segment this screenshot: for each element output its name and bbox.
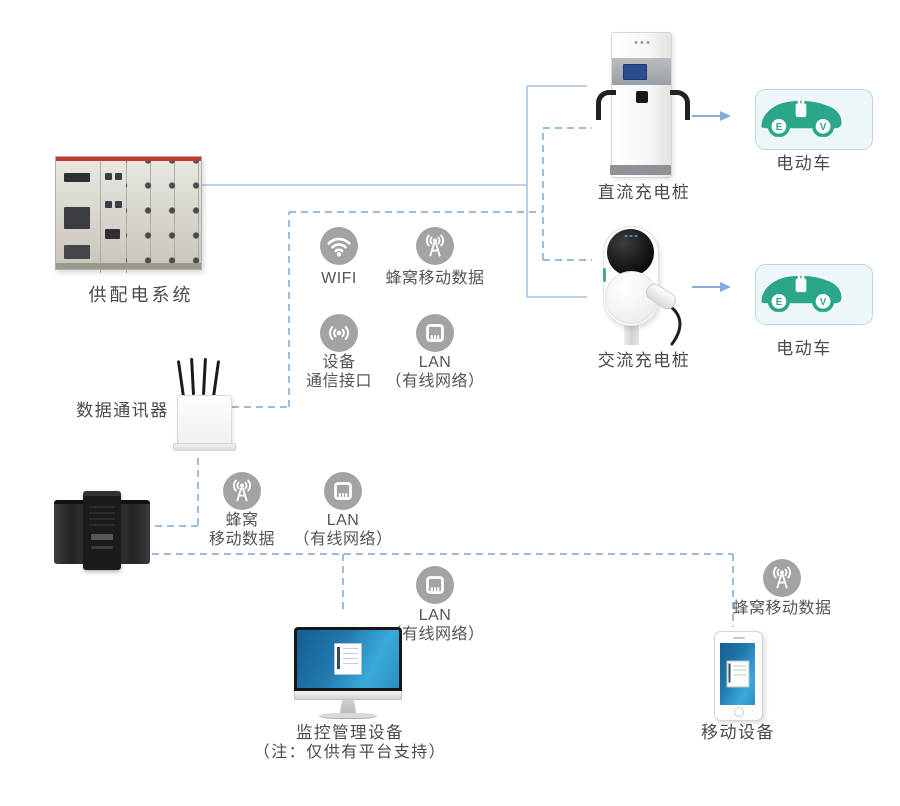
- power-cabinet-image: [55, 156, 202, 273]
- dc-charger-base: [610, 165, 671, 175]
- dc-charger-gun-left: [596, 90, 616, 120]
- mobile-home-button: [733, 707, 744, 717]
- lan-label: LAN（有线网络）: [385, 607, 485, 643]
- cellular-data-label: 蜂窝移动数据: [208, 512, 275, 548]
- lan-label: LAN（有线网络）: [385, 354, 485, 390]
- dc-charger-screen: [623, 64, 647, 80]
- cabinet-left-panel: [56, 161, 101, 273]
- dc-charger-label: 直流充电桩: [597, 183, 691, 202]
- arrow-ac-head: [720, 282, 731, 292]
- monitor-label: 监控管理设备: [296, 724, 404, 742]
- dc-charger-gun-right: [670, 90, 690, 120]
- ev-car-icon: [755, 89, 847, 137]
- cabinet-feeder-panels: [125, 161, 201, 264]
- monitor-base: [319, 713, 377, 719]
- router-base: [173, 443, 236, 451]
- cabinet-door-window: [63, 207, 90, 229]
- dc-charger-body: [610, 32, 672, 178]
- dashed-connectors: [152, 127, 734, 627]
- cabinet-base: [56, 263, 201, 269]
- black-devices-image: [52, 491, 152, 570]
- connector-power-to-chargers: [200, 85, 587, 298]
- lan-icon: [324, 472, 362, 510]
- cabinet-lower-window: [63, 245, 90, 259]
- arrow-dc-head: [720, 111, 731, 121]
- cellular-data-icon: [763, 559, 801, 597]
- router-body: [177, 395, 232, 445]
- cellular-data-icon: [223, 472, 261, 510]
- ac-charger-indicator: [603, 268, 606, 282]
- dc-charger-image: [593, 30, 690, 178]
- data-communicator-label: 数据通讯器: [76, 401, 169, 420]
- monitor-chin: [294, 691, 402, 700]
- mobile-device-image: [714, 631, 763, 721]
- device-interface-icon: [320, 314, 358, 352]
- ac-charger-label: 交流充电桩: [597, 351, 691, 370]
- black-device-left: [54, 500, 85, 564]
- ev-label-top: 电动车: [776, 154, 832, 173]
- monitor-image: [294, 627, 402, 719]
- lan-label: LAN（有线网络）: [293, 512, 393, 548]
- cellular-data-label: 蜂窝移动数据: [385, 270, 485, 287]
- arrows: [692, 111, 731, 292]
- monitor-app-window: [334, 643, 362, 675]
- cellular-data-label: 蜂窝移动数据: [732, 600, 832, 617]
- ev-car-card-bottom: [742, 257, 873, 325]
- cellular-data-icon: [416, 227, 454, 265]
- ev-label-bottom: 电动车: [776, 339, 832, 358]
- dc-charger-panel: [612, 58, 671, 85]
- mobile-screen: [720, 643, 755, 705]
- mobile-app-window: [726, 660, 749, 688]
- lan-icon: [416, 566, 454, 604]
- ac-charger-screen: [607, 229, 654, 276]
- data-communicator-image: [165, 357, 240, 451]
- monitor-screen: [294, 627, 402, 691]
- black-device-center: [83, 491, 121, 570]
- cabinet-display-window: [63, 173, 90, 182]
- ev-car-icon: [755, 264, 847, 312]
- connector-router-to-chargers: [232, 127, 592, 408]
- connector-router-to-devices: [152, 458, 199, 527]
- cabinet-red-trim: [56, 157, 201, 161]
- monitor-note: （注：仅供有平台支持）: [253, 744, 447, 761]
- ev-car-card-top: [742, 82, 873, 150]
- wifi-icon: [320, 227, 358, 265]
- lan-icon: [416, 314, 454, 352]
- monitor-stand: [340, 700, 356, 713]
- black-device-right: [119, 500, 150, 564]
- ac-charger-image: [598, 222, 703, 347]
- solid-connectors: [200, 85, 587, 298]
- wifi-label: WIFI: [321, 270, 357, 287]
- device-interface-label: 设备通信接口: [305, 354, 372, 390]
- power-cabinet-label: 供配电系统: [88, 285, 194, 305]
- connector-devices-to-monitor-mobile: [152, 553, 734, 627]
- dc-charger-card-reader: [635, 91, 648, 103]
- mobile-device-label: 移动设备: [701, 723, 775, 742]
- cabinet-mid-panel: [100, 161, 127, 273]
